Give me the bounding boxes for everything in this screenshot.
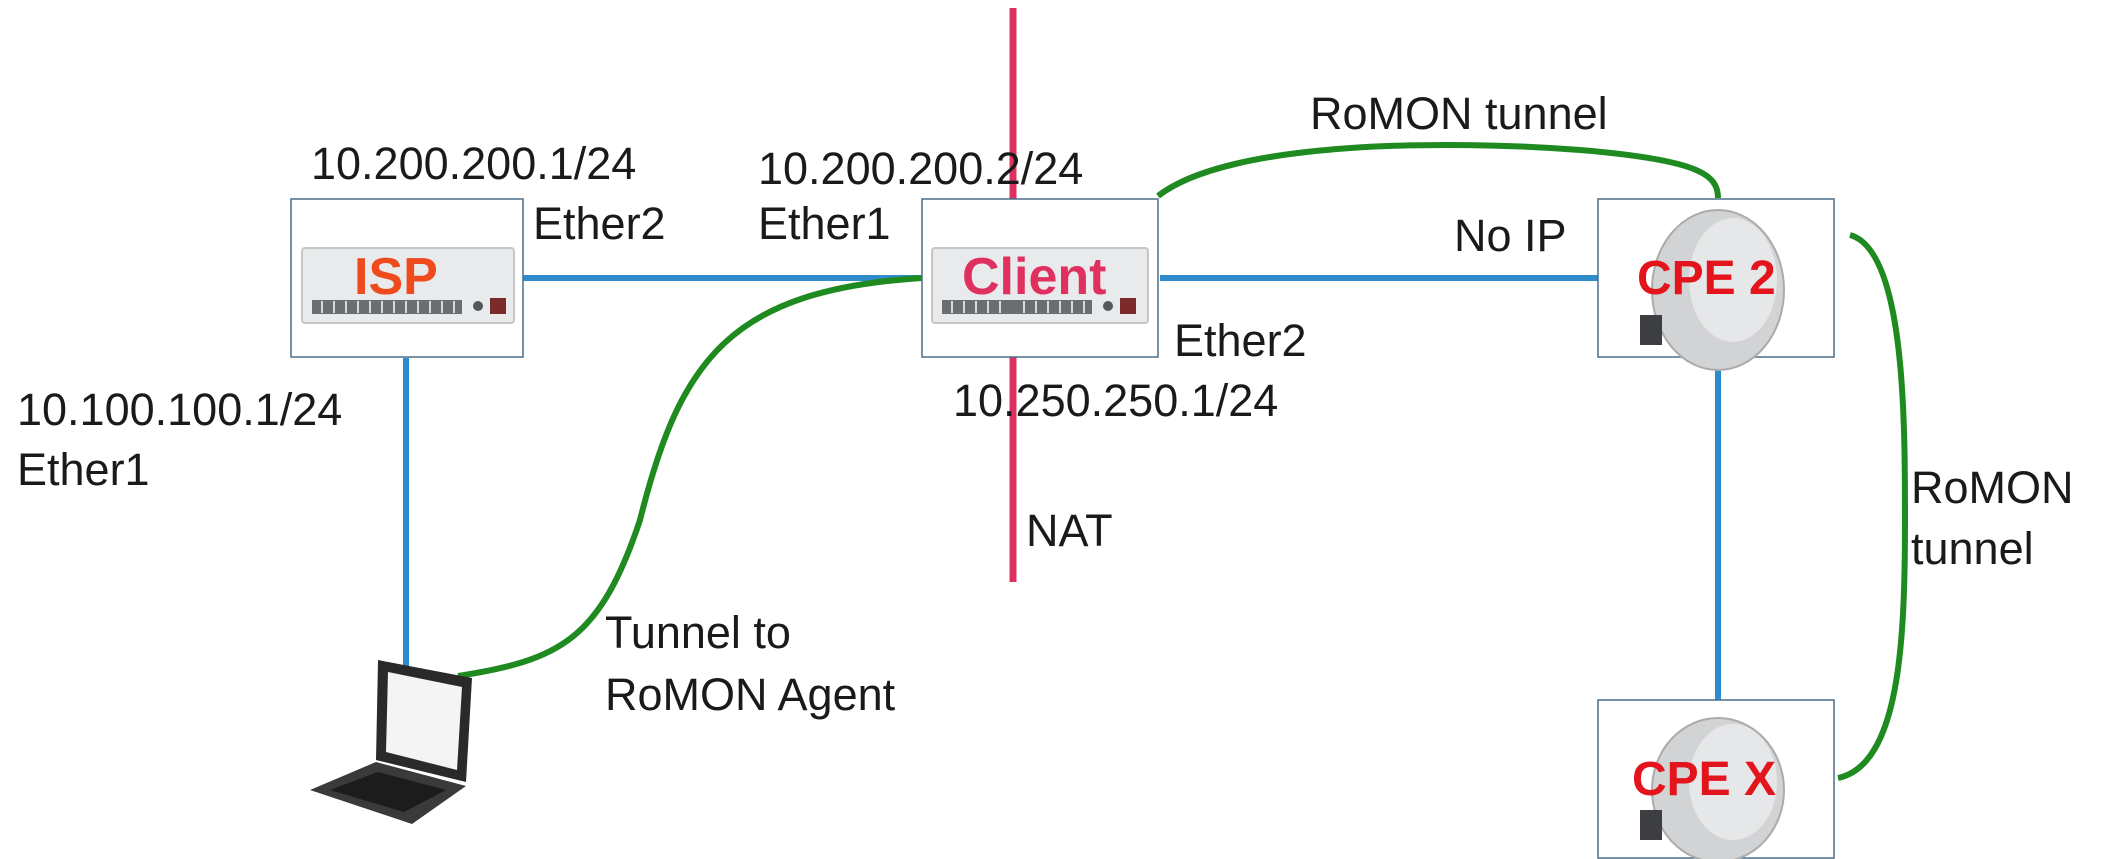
cpex-mount — [1640, 810, 1662, 840]
romon-tunnels — [457, 141, 1909, 781]
cpe2-device[interactable] — [1597, 198, 1835, 371]
laptop-screen — [386, 672, 462, 770]
cpe2-ip-label: No IP — [1454, 210, 1567, 261]
romon-tunnel-right-label-line1: RoMON — [1911, 462, 2074, 513]
client-port-ticks — [951, 301, 1085, 313]
isp-port-strip — [312, 300, 462, 314]
nat-label: NAT — [1026, 505, 1113, 556]
client-sfp — [1120, 298, 1136, 314]
tunnel-agent-label-line1: Tunnel to — [605, 607, 791, 658]
client-port-strip — [942, 300, 1092, 314]
client-led — [1103, 301, 1113, 311]
cpex-dish-face — [1689, 724, 1777, 840]
laptop-icon[interactable] — [310, 660, 472, 824]
romon-tunnel-right-label-line2: tunnel — [1911, 523, 2034, 574]
tunnel-cpe2-cpex — [1837, 232, 1909, 781]
isp-ether2-port-label: Ether2 — [533, 198, 666, 249]
client-ether1-ip-label: 10.200.200.2/24 — [758, 143, 1084, 194]
isp-port-ticks — [321, 301, 455, 313]
isp-ether2-ip-label: 10.200.200.1/24 — [311, 138, 637, 189]
isp-ether1-port-label: Ether1 — [17, 444, 150, 495]
cpe2-mount — [1640, 315, 1662, 345]
cpex-device[interactable] — [1597, 699, 1835, 859]
laptop-keyboard — [330, 772, 446, 812]
isp-title: ISP — [354, 248, 438, 306]
ethernet-links — [403, 275, 1721, 700]
isp-sfp — [490, 298, 506, 314]
cpe2-title: CPE 2 — [1637, 252, 1776, 305]
cpex-title: CPE X — [1632, 753, 1777, 806]
isp-router[interactable] — [290, 198, 524, 358]
romon-tunnel-top-label: RoMON tunnel — [1310, 88, 1608, 139]
tunnel-agent-label-line2: RoMON Agent — [605, 669, 896, 720]
client-ether2-port-label: Ether2 — [1174, 315, 1307, 366]
client-ether1-port-label: Ether1 — [758, 198, 891, 249]
isp-ether1-ip-label: 10.100.100.1/24 — [17, 384, 343, 435]
client-router[interactable] — [921, 198, 1159, 358]
cpe2-dish-face — [1689, 218, 1777, 342]
tunnel-client-cpe2 — [1156, 141, 1721, 199]
tunnel-laptop-client — [457, 275, 923, 679]
client-ether2-ip-label: 10.250.250.1/24 — [953, 375, 1279, 426]
client-title: Client — [962, 248, 1107, 306]
isp-led — [473, 301, 483, 311]
